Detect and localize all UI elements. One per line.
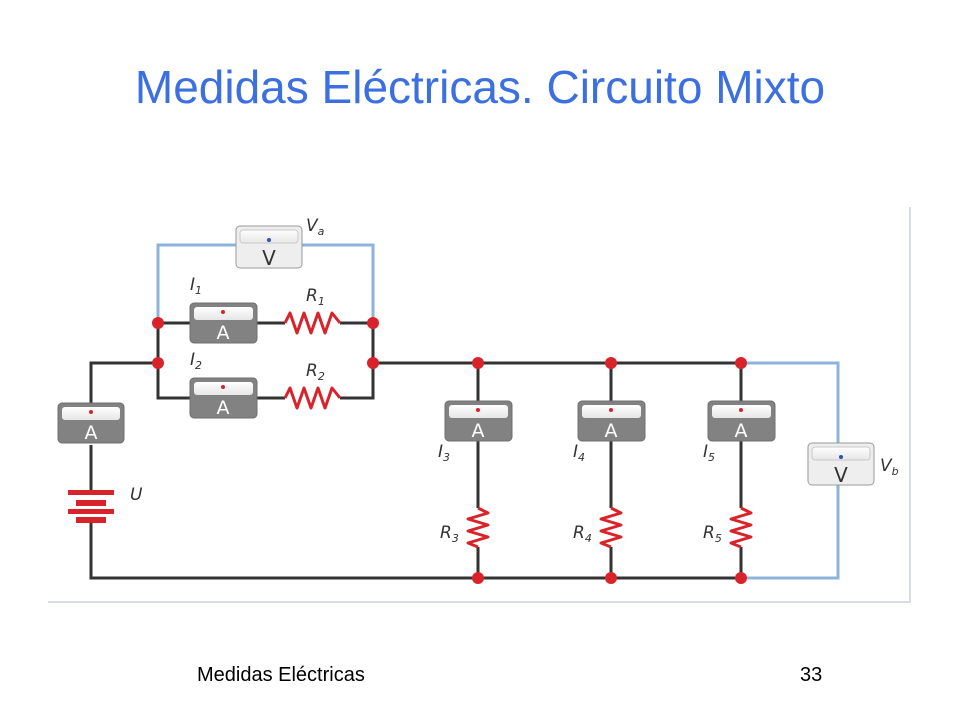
- label-i2: I2: [190, 350, 202, 372]
- node: [472, 572, 484, 584]
- voltmeter-vb: V: [807, 442, 875, 487]
- circuit-diagram: A A A A A A V V: [48, 205, 912, 603]
- node: [735, 357, 747, 369]
- resistor-r3: [466, 506, 490, 549]
- node: [735, 572, 747, 584]
- ammeter-i4: A: [577, 400, 646, 442]
- node: [152, 317, 164, 329]
- label-r4: R4: [573, 523, 592, 545]
- node: [367, 317, 379, 329]
- label-r2: R2: [306, 361, 325, 383]
- voltmeter-symbol: V: [834, 463, 848, 487]
- battery-icon: [68, 490, 114, 523]
- label-r1: R1: [306, 286, 325, 308]
- ammeter-symbol: A: [217, 397, 230, 419]
- node: [472, 357, 484, 369]
- label-u: U: [130, 485, 143, 505]
- node: [605, 572, 617, 584]
- resistor-r2: [283, 386, 342, 410]
- label-i3: I3: [438, 442, 450, 464]
- label-va: Va: [306, 216, 325, 238]
- label-r3: R3: [440, 523, 459, 545]
- node: [605, 357, 617, 369]
- label-r5: R5: [703, 523, 722, 545]
- resistor-r1: [283, 311, 342, 335]
- circuit-wires: [89, 321, 743, 580]
- ammeter-symbol: A: [472, 420, 485, 442]
- label-i5: I5: [703, 442, 715, 464]
- ammeter-symbol: A: [85, 422, 98, 444]
- ammeter-i5: A: [707, 400, 776, 442]
- node: [367, 357, 379, 369]
- label-i1: I1: [190, 275, 202, 297]
- ammeter-i1: A: [189, 302, 258, 344]
- voltmeter-wires: [156, 243, 840, 580]
- ammeter-symbol: A: [735, 420, 748, 442]
- ammeter-main: A: [57, 402, 125, 444]
- resistor-r5: [729, 506, 753, 549]
- junction-nodes: [152, 317, 747, 584]
- ammeter-symbol: A: [217, 322, 230, 344]
- node: [152, 357, 164, 369]
- voltmeter-va: V: [235, 225, 303, 270]
- label-i4: I4: [573, 442, 585, 464]
- slide-title: Medidas Eléctricas. Circuito Mixto: [134, 61, 826, 113]
- voltmeter-symbol: V: [262, 246, 276, 270]
- ammeter-i3: A: [444, 400, 513, 442]
- page-number: 33: [800, 664, 823, 686]
- label-vb: Vb: [880, 456, 899, 478]
- ammeter-i2: A: [189, 377, 258, 419]
- resistor-r4: [599, 506, 623, 549]
- footer-text: Medidas Eléctricas: [197, 664, 365, 686]
- ammeter-symbol: A: [605, 420, 618, 442]
